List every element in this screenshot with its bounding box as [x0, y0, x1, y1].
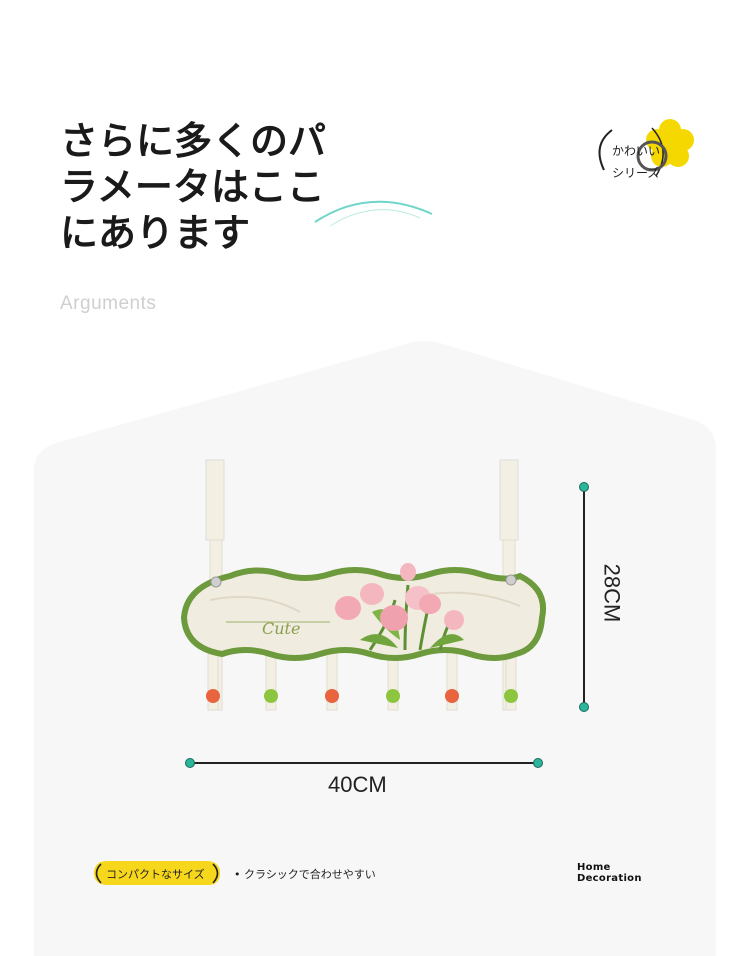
title-line-1: さらに多くのパ	[60, 119, 327, 163]
brand-line-2: Decoration	[577, 873, 642, 884]
height-marker-end	[579, 702, 589, 712]
hook-knob	[504, 689, 518, 703]
hook-knob	[264, 689, 278, 703]
compact-size-tag	[94, 861, 220, 885]
hook-posts	[207, 649, 517, 711]
wavy-board-frame	[180, 567, 546, 661]
hook-knobs	[206, 689, 518, 703]
height-marker-start	[579, 482, 589, 492]
title-line-2: ラメータはここ	[60, 165, 325, 209]
width-marker-start	[185, 758, 195, 768]
hook-knob	[206, 689, 220, 703]
board-script-text: Cute	[262, 619, 300, 638]
subtitle: Arguments	[60, 293, 157, 314]
hook-knob	[386, 689, 400, 703]
cute-series-badge	[598, 119, 694, 177]
height-dimension-line	[579, 482, 589, 712]
badge-line-1: かわいい	[612, 144, 661, 158]
page-title: さらに多くのパ ラメータはここ にあります	[60, 118, 350, 256]
badge-line-2: シリーズ	[612, 166, 660, 180]
hook-knob	[325, 689, 339, 703]
brand-logo: Home Decoration	[577, 862, 642, 884]
width-dimension-line	[185, 758, 543, 768]
hook-knob	[445, 689, 459, 703]
width-marker-end	[533, 758, 543, 768]
brand-line-1: Home	[577, 862, 611, 873]
feature-bullet: • クラシックで合わせやすい	[234, 868, 376, 881]
title-line-3: にあります	[60, 211, 251, 255]
tulip-bouquet	[335, 563, 464, 651]
height-label: 28CM	[599, 563, 625, 623]
tag-label: コンパクトなサイズ	[106, 868, 205, 881]
decorative-swoosh	[314, 200, 433, 227]
flower-icon	[646, 119, 694, 167]
width-label: 40CM	[328, 772, 387, 797]
